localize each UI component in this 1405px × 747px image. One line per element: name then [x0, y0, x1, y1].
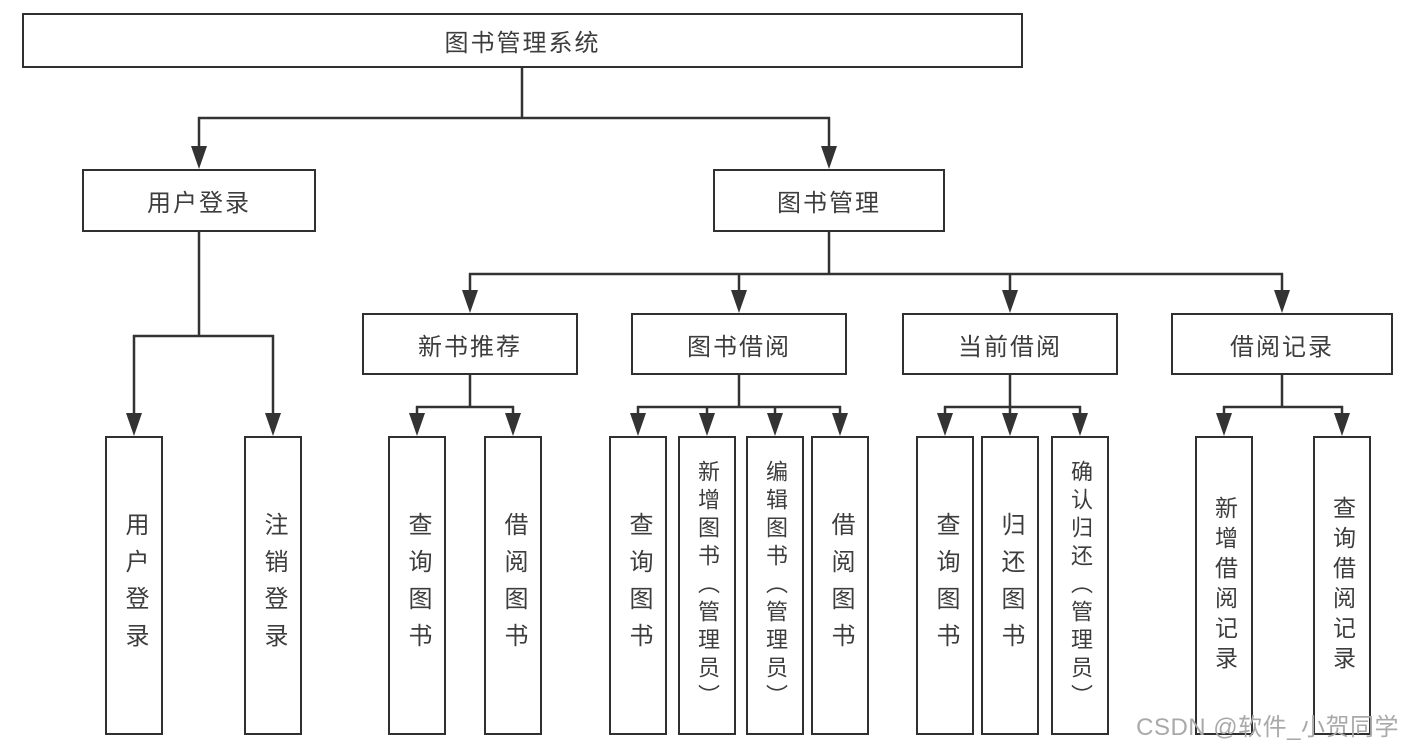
leaf-add-borrow-record: 新增借阅记录 [1195, 436, 1253, 735]
leaf-edit-book-admin: 编辑图书（管理员） [746, 436, 804, 735]
node-user-login: 用户登录 [82, 169, 316, 232]
leaf-logout: 注销登录 [244, 436, 302, 735]
leaf-query-borrow-record: 查询借阅记录 [1313, 436, 1371, 735]
node-borrowing-records: 借阅记录 [1171, 313, 1393, 375]
node-root-label: 图书管理系统 [444, 30, 601, 57]
leaf-logout-label: 注销登录 [260, 511, 287, 660]
leaf-query-books-current: 查询图书 [916, 436, 974, 735]
leaf-add-book-admin-label: 新增图书（管理员） [695, 459, 720, 712]
leaf-query-books-borrowing: 查询图书 [609, 436, 667, 735]
node-current-borrowing-label: 当前借阅 [958, 333, 1062, 361]
leaf-confirm-return-admin: 确认归还（管理员） [1051, 436, 1109, 735]
node-book-borrowing: 图书借阅 [631, 313, 847, 375]
node-current-borrowing: 当前借阅 [902, 313, 1118, 375]
leaf-user-login: 用户登录 [105, 436, 163, 735]
leaf-add-book-admin: 新增图书（管理员） [678, 436, 736, 735]
leaf-borrow-books-borrowing-label: 借阅图书 [827, 511, 854, 660]
leaf-borrow-books-recommend: 借阅图书 [484, 436, 542, 735]
leaf-query-books-borrowing-label: 查询图书 [625, 511, 652, 660]
leaf-confirm-return-admin-label: 确认归还（管理员） [1068, 459, 1093, 712]
leaf-user-login-label: 用户登录 [121, 511, 148, 660]
leaf-add-borrow-record-label: 新增借阅记录 [1211, 495, 1238, 676]
leaf-borrow-books-recommend-label: 借阅图书 [500, 511, 527, 660]
leaf-return-books-label: 归还图书 [997, 511, 1024, 660]
node-book-management: 图书管理 [713, 169, 945, 232]
node-book-management-label: 图书管理 [777, 190, 881, 217]
leaf-edit-book-admin-label: 编辑图书（管理员） [763, 459, 788, 712]
leaf-query-books-current-label: 查询图书 [932, 511, 959, 660]
node-user-login-label: 用户登录 [147, 190, 251, 217]
node-new-book-recommend-label: 新书推荐 [418, 333, 522, 361]
node-root: 图书管理系统 [22, 13, 1023, 68]
node-borrowing-records-label: 借阅记录 [1230, 333, 1334, 361]
leaf-borrow-books-borrowing: 借阅图书 [811, 436, 869, 735]
leaf-query-books-recommend: 查询图书 [388, 436, 446, 735]
leaf-query-books-recommend-label: 查询图书 [404, 511, 431, 660]
leaf-return-books: 归还图书 [981, 436, 1039, 735]
node-book-borrowing-label: 图书借阅 [687, 333, 791, 361]
leaf-query-borrow-record-label: 查询借阅记录 [1329, 495, 1356, 676]
watermark: CSDN @软件_小贺同学 [1136, 714, 1399, 741]
node-new-book-recommend: 新书推荐 [362, 313, 578, 375]
